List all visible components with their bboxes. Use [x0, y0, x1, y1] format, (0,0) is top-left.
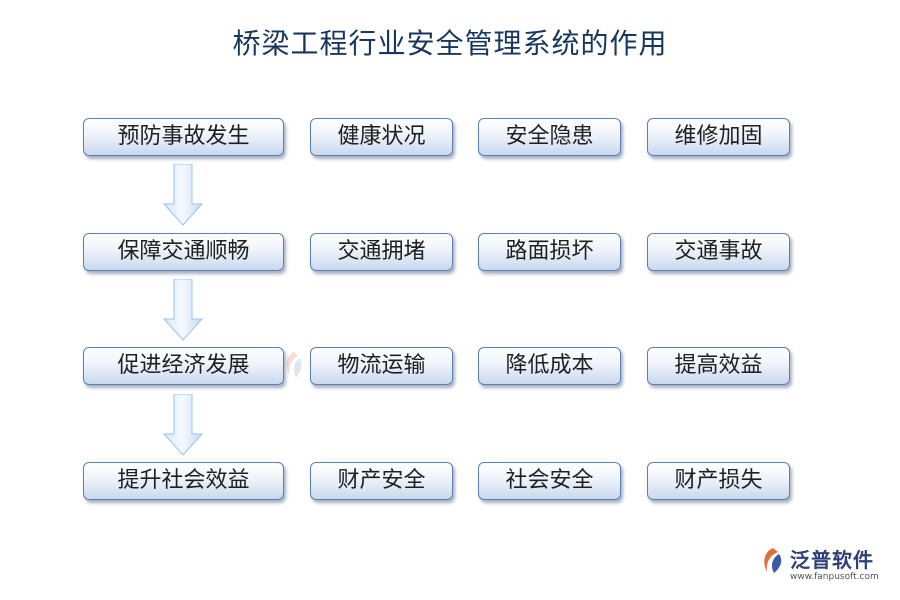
main-node-prevent-accidents: 预防事故发生 [83, 118, 284, 156]
item-node: 财产损失 [647, 462, 790, 500]
brand-name: 泛普软件 [790, 548, 874, 572]
page-title: 桥梁工程行业安全管理系统的作用 [232, 27, 668, 60]
item-node: 维修加固 [647, 118, 790, 156]
item-node: 社会安全 [478, 462, 621, 500]
down-arrow-icon [163, 394, 203, 456]
item-node: 提高效益 [647, 347, 790, 385]
item-node: 物流运输 [310, 347, 453, 385]
item-node: 交通拥堵 [310, 233, 453, 271]
fanpu-logo-icon [764, 548, 782, 573]
main-node-smooth-traffic: 保障交通顺畅 [83, 233, 284, 271]
watermark-logo-icon [286, 352, 302, 378]
item-node: 安全隐患 [478, 118, 621, 156]
item-node: 交通事故 [647, 233, 790, 271]
brand-url: www.fanpusoft.com [790, 572, 879, 582]
main-node-economic-development: 促进经济发展 [83, 347, 284, 385]
main-node-social-benefit: 提升社会效益 [83, 462, 284, 500]
down-arrow-icon [163, 279, 203, 341]
item-node: 降低成本 [478, 347, 621, 385]
item-node: 财产安全 [310, 462, 453, 500]
brand-logo: 泛普软件 www.fanpusoft.com [758, 544, 888, 588]
item-node: 健康状况 [310, 118, 453, 156]
down-arrow-icon [163, 164, 203, 226]
item-node: 路面损坏 [478, 233, 621, 271]
